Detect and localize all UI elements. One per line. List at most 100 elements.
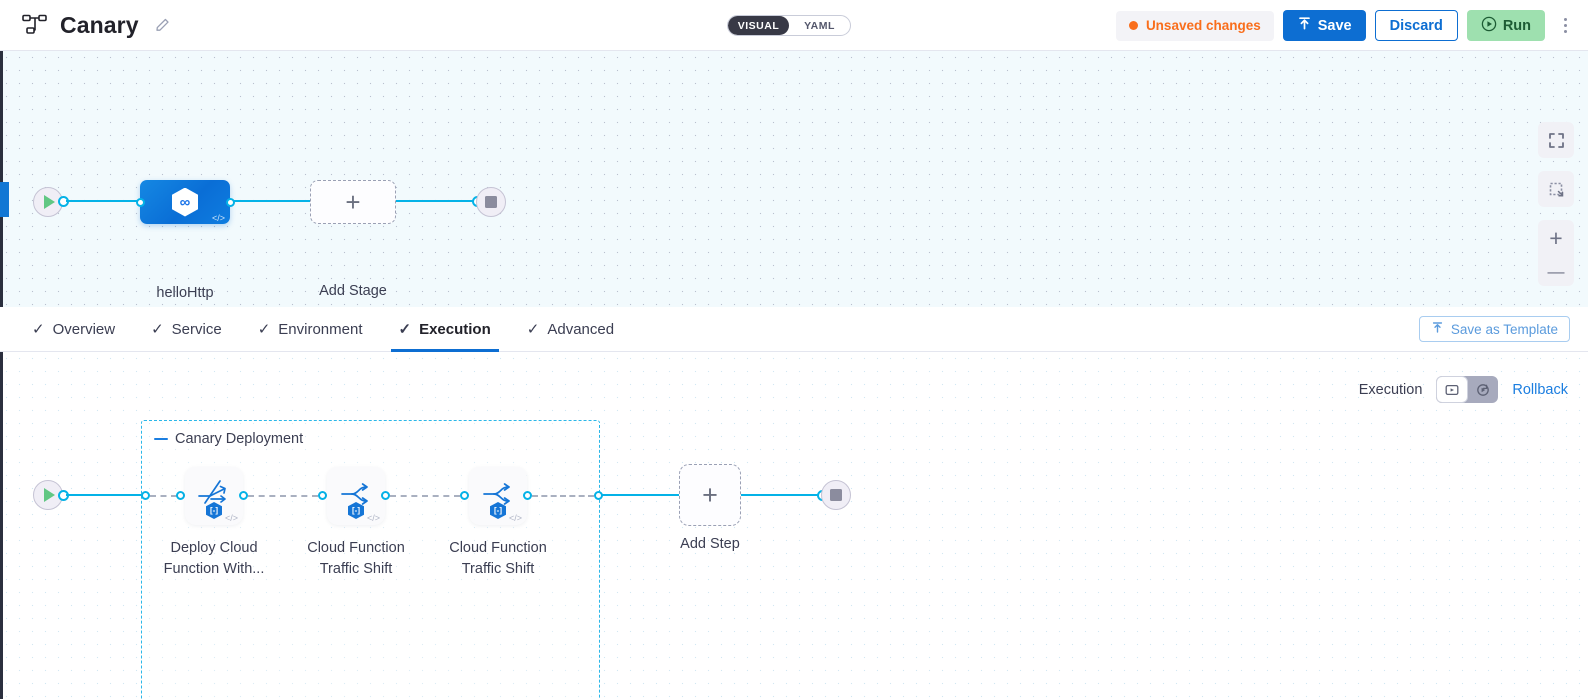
step-node-traffic-shift-2[interactable]: [-] </>: [469, 467, 527, 525]
fit-to-screen-icon[interactable]: [1538, 171, 1574, 207]
page-title: Canary: [60, 11, 139, 38]
step-2-input-port[interactable]: [318, 491, 327, 500]
add-stage-button[interactable]: +: [310, 180, 396, 224]
add-step-label: Add Step: [680, 536, 740, 552]
check-icon: ✓: [526, 321, 540, 338]
step-node-deploy-cloud-function[interactable]: [-] </>: [185, 467, 243, 525]
tab-service[interactable]: ✓ Service: [133, 307, 240, 352]
code-badge-icon: </>: [224, 513, 238, 523]
canvas-fullscreen-control[interactable]: [1538, 122, 1574, 158]
check-icon: ✓: [32, 321, 45, 338]
step-3-output-port[interactable]: [523, 491, 532, 500]
discard-button[interactable]: Discard: [1374, 10, 1458, 41]
check-icon: ✓: [257, 321, 271, 338]
stage-group-canary-deployment[interactable]: Canary Deployment: [141, 420, 600, 699]
stage-node-hellohttp[interactable]: ∞ </>: [140, 180, 230, 224]
canvas-zoom-controls[interactable]: + —: [1538, 220, 1574, 286]
stage-group-title[interactable]: Canary Deployment: [154, 431, 303, 447]
collapse-icon[interactable]: [154, 437, 168, 441]
zoom-out-icon[interactable]: —: [1547, 261, 1565, 281]
step-2-output-port[interactable]: [381, 491, 390, 500]
edge-addstep-to-end: [741, 494, 823, 497]
edge-group-to-addstep: [601, 494, 679, 497]
stage-node-label: helloHttp: [156, 285, 214, 301]
stop-icon: [485, 196, 497, 208]
tab-yaml[interactable]: YAML: [804, 19, 835, 32]
tab-environment[interactable]: ✓ Environment: [240, 307, 381, 352]
edge-hellohttp-to-addstage: [234, 200, 310, 203]
app-header: Canary VISUAL YAML Unsaved changes: [0, 0, 1588, 51]
step-status-badge-icon: [-]: [348, 502, 364, 519]
stop-icon: [830, 489, 842, 501]
step-node-2-label: Cloud Function Traffic Shift: [307, 540, 405, 577]
plus-icon: +: [345, 187, 361, 217]
pencil-icon[interactable]: [154, 16, 172, 34]
execution-label: Execution: [1358, 381, 1423, 398]
pipeline-icon: [22, 14, 48, 36]
code-badge-icon: </>: [211, 213, 225, 223]
zoom-in-icon[interactable]: +: [1549, 224, 1563, 251]
code-badge-icon: </>: [366, 513, 380, 523]
template-upload-icon: [1431, 321, 1444, 337]
tab-overview[interactable]: ✓ Overview: [14, 307, 133, 352]
tab-overview-label: Overview: [52, 320, 116, 338]
add-step-button[interactable]: +: [679, 464, 741, 526]
stage-group-title-label: Canary Deployment: [175, 431, 304, 447]
stage-node-input-port[interactable]: [136, 198, 145, 207]
step-1-input-port[interactable]: [176, 491, 185, 500]
execution-rollback-toggle[interactable]: [1436, 376, 1499, 403]
step-3-input-port[interactable]: [460, 491, 469, 500]
dashed-edge-2: [248, 495, 318, 497]
rollback-view-icon[interactable]: [1468, 376, 1498, 403]
play-icon: [44, 488, 55, 502]
execution-canvas[interactable]: Execution Rollback: [0, 352, 1588, 699]
execution-mode-bar: Execution Rollback: [1359, 376, 1568, 403]
canvas-fit-control[interactable]: [1538, 171, 1574, 207]
save-button-label: Save: [1317, 17, 1352, 34]
run-button-label: Run: [1502, 17, 1531, 34]
code-badge-icon: </>: [508, 513, 522, 523]
plus-icon: +: [702, 479, 718, 510]
kebab-menu-icon[interactable]: [1554, 10, 1576, 41]
status-dot-icon: [1128, 21, 1138, 30]
step-node-3-label: Cloud Function Traffic Shift: [449, 540, 547, 577]
rollback-link[interactable]: Rollback: [1512, 381, 1568, 398]
group-entry-port[interactable]: [141, 491, 150, 500]
dashed-edge-4: [532, 495, 594, 497]
tab-service-label: Service: [171, 320, 222, 338]
save-as-template-label: Save as Template: [1450, 321, 1558, 337]
step-status-badge-icon: [-]: [206, 502, 222, 519]
stage-canvas[interactable]: ∞ </> helloHttp + Add Stage: [0, 51, 1588, 307]
discard-button-label: Discard: [1389, 17, 1443, 34]
tab-visual[interactable]: VISUAL: [728, 16, 789, 35]
header-left-group: Canary: [0, 12, 172, 39]
canvas-left-indicator: [0, 182, 9, 217]
end-node[interactable]: [476, 187, 506, 217]
tab-environment-label: Environment: [278, 320, 363, 338]
save-button[interactable]: Save: [1282, 10, 1366, 41]
deploy-function-icon: [197, 479, 231, 514]
add-stage-label: Add Stage: [319, 283, 387, 299]
execution-end-node[interactable]: [821, 480, 851, 510]
dashed-edge-1: [150, 495, 177, 497]
upload-icon: [1297, 16, 1312, 35]
stage-node-output-port[interactable]: [226, 198, 235, 207]
traffic-shift-icon: [481, 479, 515, 514]
step-node-1-label: Deploy Cloud Function With...: [163, 540, 265, 577]
fullscreen-icon[interactable]: [1538, 122, 1574, 158]
execution-view-icon[interactable]: [1436, 376, 1469, 403]
section-tabs: ✓ Overview ✓ Service ✓ Environment ✓ Exe…: [0, 307, 1588, 352]
tab-advanced[interactable]: ✓ Advanced: [509, 307, 632, 352]
tab-execution[interactable]: ✓ Execution: [381, 307, 509, 352]
play-circle-icon: [1481, 16, 1497, 36]
step-1-output-port[interactable]: [239, 491, 248, 500]
check-icon: ✓: [398, 321, 412, 338]
save-as-template-button[interactable]: Save as Template: [1418, 316, 1570, 342]
step-node-traffic-shift-1[interactable]: [-] </>: [327, 467, 385, 525]
edge-start-to-group: [66, 494, 144, 497]
view-mode-toggle[interactable]: VISUAL YAML: [727, 15, 851, 36]
run-button[interactable]: Run: [1466, 10, 1545, 41]
gcp-function-icon: ∞: [172, 187, 198, 217]
canvas-left-rail: [0, 51, 3, 307]
